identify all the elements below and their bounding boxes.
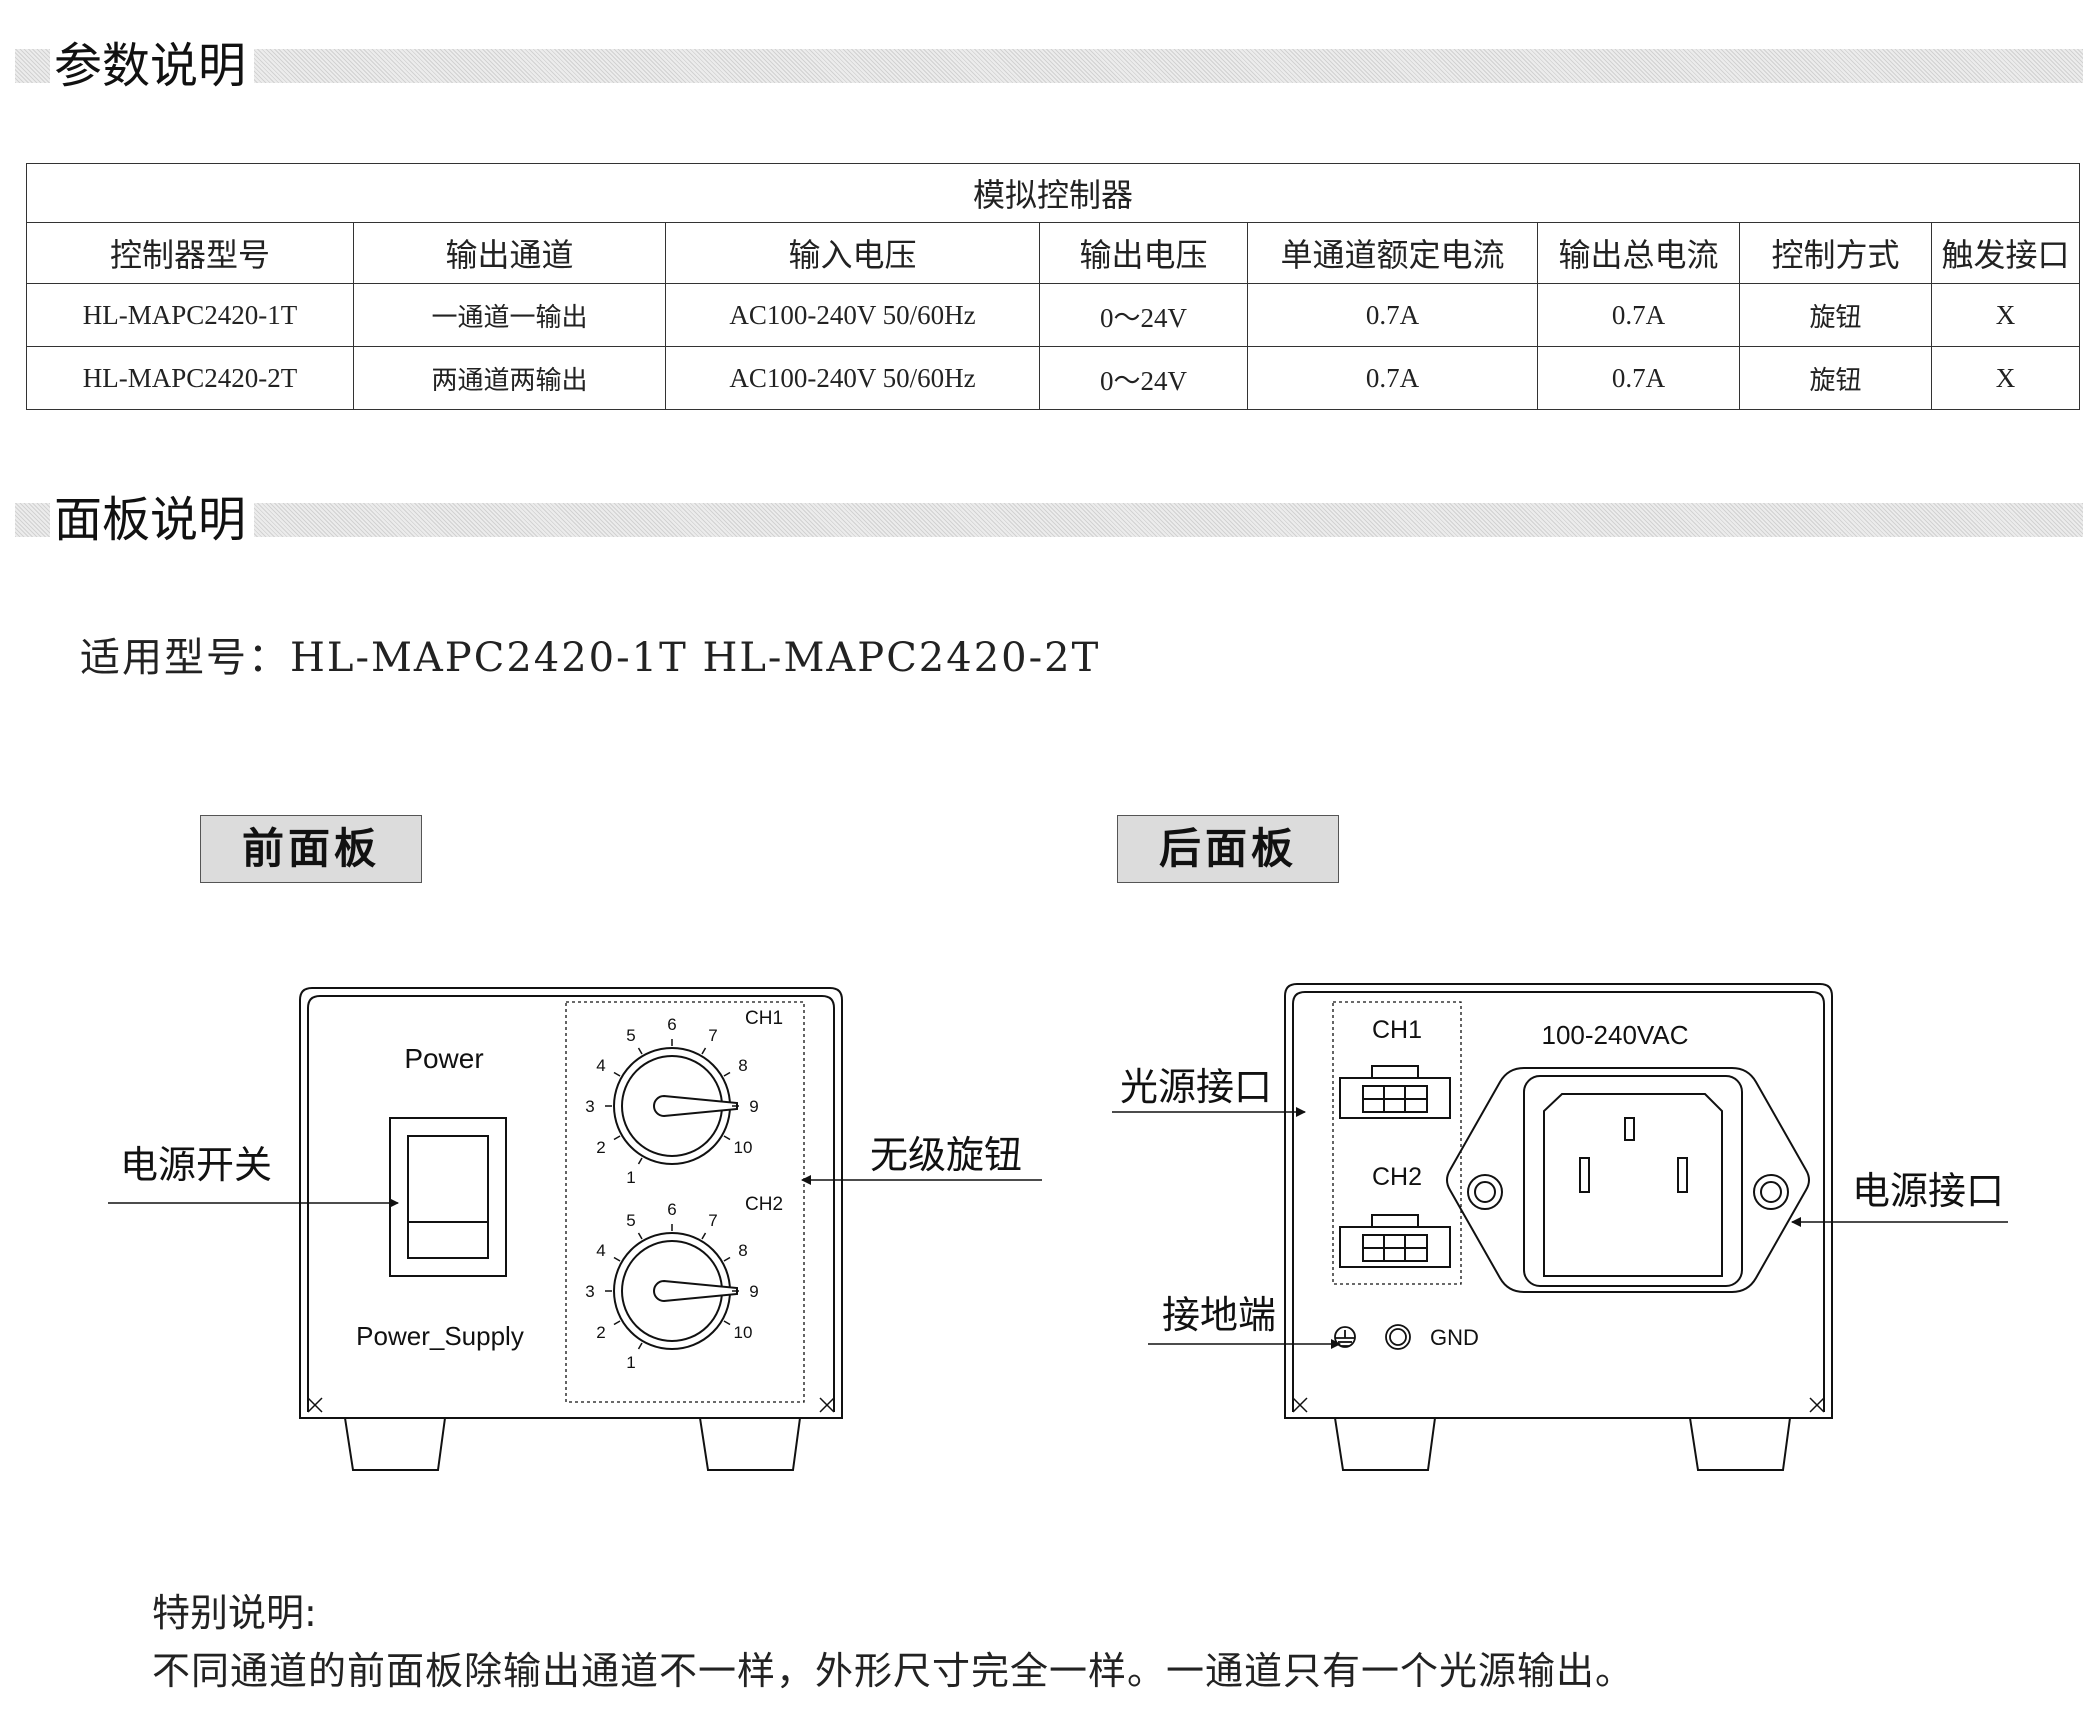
svg-text:接地端: 接地端	[1162, 1293, 1276, 1337]
table-header: 单通道额定电流	[1247, 222, 1538, 284]
dial-tick	[723, 1135, 731, 1141]
dial-number: 4	[596, 1241, 605, 1260]
table-row: HL-MAPC2420-2T 两通道两输出 AC100-240V 50/60Hz…	[26, 346, 2081, 410]
ground-callout: 接地端	[1148, 1293, 1341, 1349]
ch1-knob-label: CH1	[745, 1008, 783, 1029]
table-header: 触发接口	[1930, 222, 2081, 284]
dial-number: 8	[738, 1056, 747, 1075]
rear-ch2-label: CH2	[1372, 1163, 1422, 1191]
dial-tick	[613, 1135, 621, 1141]
table-cell: 0.7A	[1247, 346, 1538, 410]
front-panel-label: 前面板	[200, 815, 422, 883]
power-supply-text: Power_Supply	[356, 1321, 524, 1351]
power-text: Power	[404, 1043, 483, 1074]
dial-number: 7	[708, 1211, 717, 1230]
note-text: 不同通道的前面板除输出通道不一样，外形尺寸完全一样。一通道只有一个光源输出。	[152, 1649, 1635, 1693]
dial-number: 9	[749, 1282, 758, 1301]
spec-table: 模拟控制器 控制器型号 输出通道 输入电压 输出电压 单通道额定电流 输出总电流…	[25, 163, 2081, 410]
ch2-knob-label: CH2	[745, 1194, 783, 1215]
voltage-label: 100-240VAC	[1542, 1020, 1689, 1050]
front-panel-drawing	[299, 987, 843, 1471]
dial-number: 10	[734, 1138, 753, 1157]
rear-panel-drawing	[1284, 983, 1833, 1471]
table-cell: X	[1930, 346, 2081, 410]
power-switch[interactable]	[389, 1117, 507, 1277]
dial-number: 5	[626, 1026, 635, 1045]
section-bar-parameters	[15, 49, 2083, 83]
table-cell: HL-MAPC2420-2T	[26, 346, 354, 410]
ground-terminal[interactable]	[1334, 1324, 1411, 1350]
dial-number: 7	[708, 1026, 717, 1045]
dial-number: 1	[626, 1353, 635, 1372]
dial-number: 4	[596, 1056, 605, 1075]
table-cell: 旋钮	[1739, 346, 1932, 410]
table-header: 输入电压	[665, 222, 1040, 284]
dial-number: 6	[667, 1200, 676, 1219]
dial-tick	[637, 1342, 643, 1350]
ch2-light-connector[interactable]	[1339, 1214, 1451, 1268]
dial-tick	[613, 1320, 621, 1326]
dial-tick	[637, 1232, 643, 1240]
dial-number: 1	[626, 1168, 635, 1187]
svg-text:电源接口: 电源接口	[1852, 1169, 2004, 1213]
knob-callout: 无级旋钮	[801, 1133, 1042, 1185]
dial-tick	[701, 1047, 707, 1055]
table-caption: 模拟控制器	[25, 163, 2081, 223]
gnd-label: GND	[1430, 1325, 1479, 1350]
dial-tick	[723, 1256, 731, 1262]
table-cell: 0.7A	[1537, 283, 1740, 347]
svg-text:光源接口: 光源接口	[1120, 1065, 1272, 1109]
section-title-parameters: 参数说明	[50, 36, 255, 96]
section-bar-panels	[15, 503, 2083, 537]
svg-text:电源开关: 电源开关	[120, 1143, 272, 1187]
dial-number: 5	[626, 1211, 635, 1230]
note-title: 特别说明:	[152, 1591, 317, 1635]
dial-number: 3	[585, 1282, 594, 1301]
table-cell: 0～24V	[1039, 346, 1248, 410]
switch-callout: 电源开关	[108, 1143, 399, 1208]
table-cell: AC100-240V 50/60Hz	[665, 346, 1040, 410]
dial-tick	[613, 1071, 621, 1077]
dial-number: 6	[667, 1015, 676, 1034]
power-inlet[interactable]	[1446, 1067, 1810, 1293]
rear-ch1-label: CH1	[1372, 1016, 1422, 1044]
table-header: 输出总电流	[1537, 222, 1740, 284]
section-title-panels: 面板说明	[50, 490, 255, 550]
table-cell: AC100-240V 50/60Hz	[665, 283, 1040, 347]
dial-tick	[723, 1071, 731, 1077]
table-header-row: 控制器型号 输出通道 输入电压 输出电压 单通道额定电流 输出总电流 控制方式 …	[26, 222, 2081, 284]
svg-text:无级旋钮: 无级旋钮	[870, 1133, 1022, 1177]
dial-number: 2	[596, 1323, 605, 1342]
table-cell: HL-MAPC2420-1T	[26, 283, 354, 347]
table-cell: 0.7A	[1537, 346, 1740, 410]
light-port-callout: 光源接口	[1112, 1065, 1306, 1117]
table-cell: X	[1930, 283, 2081, 347]
power-port-callout: 电源接口	[1791, 1169, 2008, 1227]
dial-number: 9	[749, 1097, 758, 1116]
ch2-knob[interactable]: 1 2 3 4 5 6 7 8 9 10	[585, 1200, 758, 1372]
ch1-knob[interactable]: 1 2 3 4 5 6 7 8 9 10	[585, 1015, 758, 1187]
dial-number: 2	[596, 1138, 605, 1157]
table-cell: 0～24V	[1039, 283, 1248, 347]
table-cell: 0.7A	[1247, 283, 1538, 347]
dial-tick	[701, 1232, 707, 1240]
table-cell: 两通道两输出	[353, 346, 666, 410]
table-header: 控制器型号	[26, 222, 354, 284]
dial-tick	[637, 1157, 643, 1165]
dial-tick	[637, 1047, 643, 1055]
dial-tick	[723, 1320, 731, 1326]
dial-number: 10	[734, 1323, 753, 1342]
ch1-light-connector[interactable]	[1339, 1065, 1451, 1119]
dial-number: 3	[585, 1097, 594, 1116]
dial-number: 8	[738, 1241, 747, 1260]
table-cell: 一通道一输出	[353, 283, 666, 347]
applicable-models: 适用型号：HL-MAPC2420-1T HL-MAPC2420-2T	[80, 635, 1101, 681]
dial-tick	[613, 1256, 621, 1262]
rear-panel-label: 后面板	[1117, 815, 1339, 883]
table-row: HL-MAPC2420-1T 一通道一输出 AC100-240V 50/60Hz…	[26, 283, 2081, 347]
